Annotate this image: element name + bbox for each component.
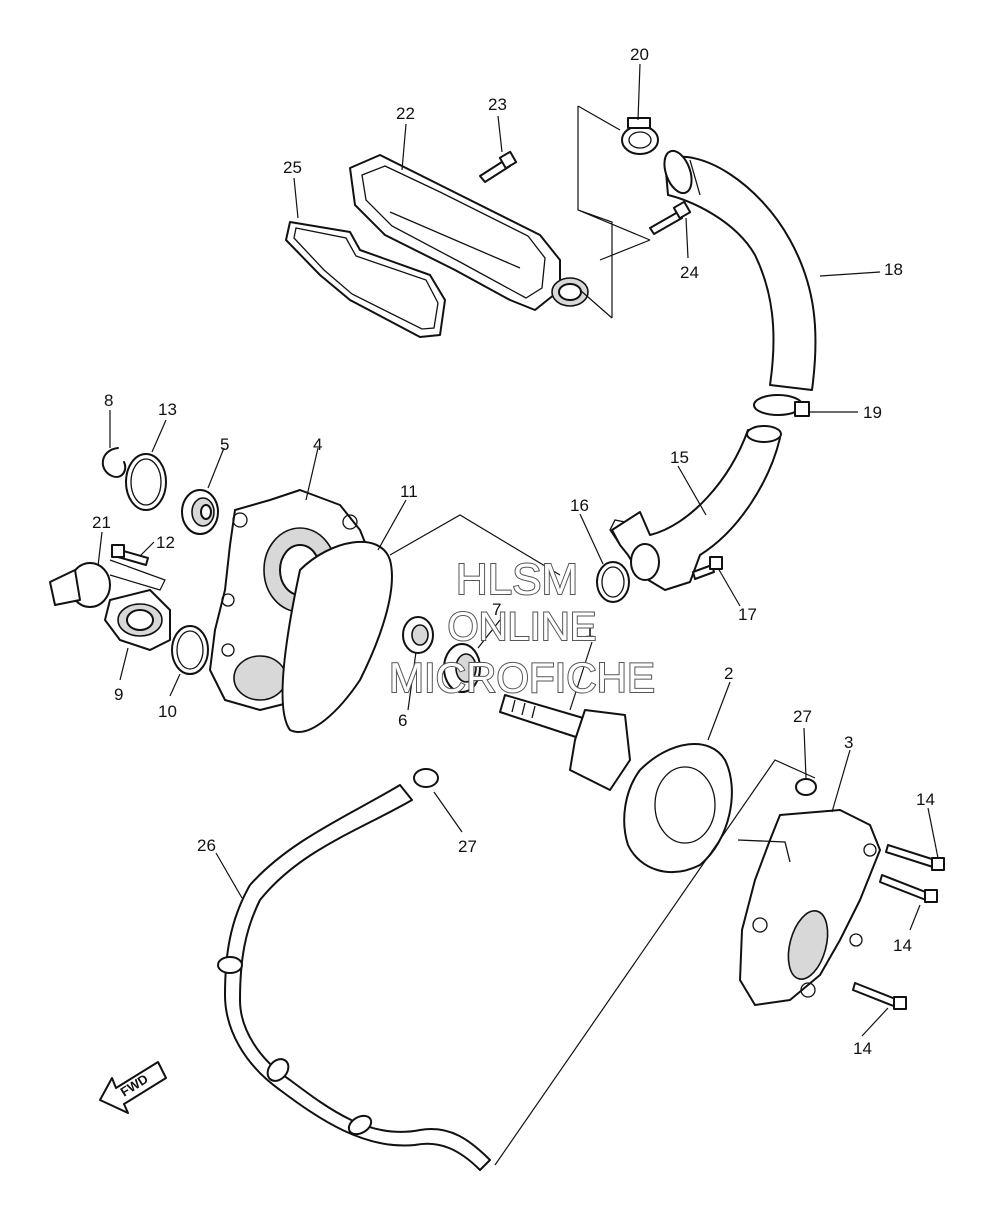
callout-labels: 20 23 22 25 24 18 19 8 13 5 4 11 15 16 2… xyxy=(92,45,935,1058)
clamp-20 xyxy=(621,117,659,155)
callout-22: 22 xyxy=(396,104,415,123)
callout-16: 16 xyxy=(570,496,589,515)
callout-15: 15 xyxy=(670,448,689,467)
callout-14-top: 14 xyxy=(916,790,935,809)
housing-9 xyxy=(104,589,171,651)
callout-12: 12 xyxy=(156,533,175,552)
circlip-8 xyxy=(102,447,127,478)
pipe-15 xyxy=(609,425,782,591)
pipe-cover-22 xyxy=(349,154,589,311)
callout-18: 18 xyxy=(884,260,903,279)
callout-21: 21 xyxy=(92,513,111,532)
callout-7: 7 xyxy=(492,600,501,619)
cover-plate-2 xyxy=(623,743,733,874)
bolt-14-mid xyxy=(879,874,938,903)
leader-lines xyxy=(97,63,939,1037)
gasket-11 xyxy=(281,514,561,733)
watermark-line-1: HLSM xyxy=(456,555,578,604)
callout-8: 8 xyxy=(104,391,113,410)
hose-18 xyxy=(663,149,817,391)
callout-5: 5 xyxy=(220,435,229,454)
callout-10: 10 xyxy=(158,702,177,721)
bolt-24 xyxy=(649,200,692,235)
clamp-27-lower xyxy=(413,768,439,788)
callout-23: 23 xyxy=(488,95,507,114)
callout-11: 11 xyxy=(400,482,418,501)
oring-13 xyxy=(125,453,167,511)
callout-3: 3 xyxy=(844,733,853,752)
callout-4: 4 xyxy=(313,435,322,454)
callout-1: 1 xyxy=(585,622,594,641)
clamp-19 xyxy=(753,394,810,417)
callout-14-bottom: 14 xyxy=(853,1039,872,1058)
oring-10 xyxy=(171,625,209,675)
callout-2: 2 xyxy=(724,664,733,683)
callout-20: 20 xyxy=(630,45,649,64)
clamp-27-upper xyxy=(795,778,817,796)
watermark-line-2: ONLINE xyxy=(448,605,597,649)
seal-7 xyxy=(443,643,481,693)
bolt-17 xyxy=(692,556,723,580)
shaft-1 xyxy=(499,694,631,791)
callout-14-mid: 14 xyxy=(893,936,912,955)
bolt-12 xyxy=(111,544,149,566)
oring-16 xyxy=(596,561,630,603)
callout-13: 13 xyxy=(158,400,177,419)
callout-26: 26 xyxy=(197,836,216,855)
hose-26 xyxy=(217,784,491,1171)
callout-6: 6 xyxy=(398,711,407,730)
callout-27-lower: 27 xyxy=(458,837,477,856)
pump-cover-3 xyxy=(737,809,881,1006)
bolt-14-bottom xyxy=(852,982,907,1010)
callout-25: 25 xyxy=(283,158,302,177)
bearing-5 xyxy=(181,489,219,535)
gasket-25 xyxy=(285,221,446,338)
watermark: HLSM ONLINE MICROFICHE xyxy=(388,554,656,702)
watermark-line-3: MICROFICHE xyxy=(389,654,655,701)
bolt-23 xyxy=(479,150,518,183)
callout-9: 9 xyxy=(114,685,123,704)
clamp-21 xyxy=(49,562,111,608)
callout-27-upper: 27 xyxy=(793,707,812,726)
callout-24: 24 xyxy=(680,263,699,282)
seal-6 xyxy=(402,616,434,654)
forward-arrow-icon: FWD xyxy=(99,1061,167,1114)
bolt-14-top xyxy=(885,844,945,871)
callout-17: 17 xyxy=(738,605,757,624)
callout-19: 19 xyxy=(863,403,882,422)
